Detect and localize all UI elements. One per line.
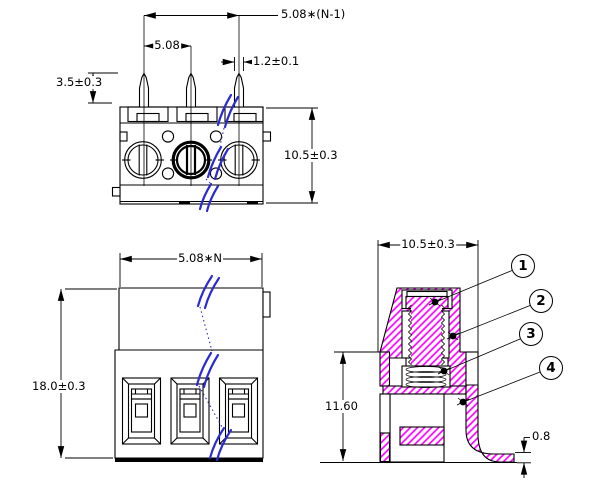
callout-2-label: 2: [536, 293, 546, 309]
dim-pin-pitch-total: 5.08∗(N-1): [280, 7, 347, 22]
section-view: [320, 287, 517, 464]
dim-section-inner-height: 11.60: [324, 399, 359, 414]
break-lines-top-view: [198, 93, 240, 213]
dim-body-height: 10.5±0.3: [283, 148, 339, 163]
right-tab: [262, 131, 272, 142]
leader-marker-3: [437, 366, 451, 376]
left-notch: [119, 131, 128, 142]
dim-total-height: 18.0±0.3: [31, 379, 87, 394]
leader-marker-2: [446, 331, 460, 341]
front-top-dimensions: [88, 12, 318, 204]
dim-section-width: 10.5±0.3: [400, 237, 456, 252]
leader-marker-4: [456, 397, 470, 407]
front-view: [114, 274, 271, 462]
callout-3: 3: [519, 322, 543, 346]
section-dimensions: [334, 240, 531, 478]
dim-pin-height: 3.5±0.3: [55, 75, 104, 90]
dim-pin-pitch: 5.08: [153, 38, 181, 53]
callout-2: 2: [529, 289, 553, 313]
wire-window-3: [218, 377, 259, 445]
small-holes: [161, 130, 223, 180]
dim-total-width: 5.08∗N: [177, 251, 223, 266]
callout-4-label: 4: [546, 360, 556, 376]
callout-1-label: 1: [518, 258, 528, 274]
callout-3-label: 3: [526, 326, 536, 342]
front-top-view: [111, 15, 272, 213]
dim-pin-leg-thickness: 0.8: [531, 429, 552, 444]
front-view-dimensions: [57, 253, 263, 459]
screw-shaft: [407, 304, 446, 366]
front-right-tab: [262, 291, 271, 318]
callout-4: 4: [539, 356, 563, 380]
wire-window-1: [121, 377, 162, 445]
inner-bar-section: [399, 426, 445, 446]
break-lines-front-view: [195, 274, 233, 462]
callout-1: 1: [511, 254, 535, 278]
callout-leaders: [428, 270, 541, 407]
left-tab: [111, 186, 121, 197]
screw-slot: [406, 290, 448, 298]
leader-marker-1: [428, 297, 442, 307]
bent-solder-pin: [465, 384, 515, 463]
screw-head-1: [122, 141, 164, 179]
dim-pin-width: 1.2±0.1: [252, 54, 301, 69]
clamp-spring: [401, 365, 451, 388]
